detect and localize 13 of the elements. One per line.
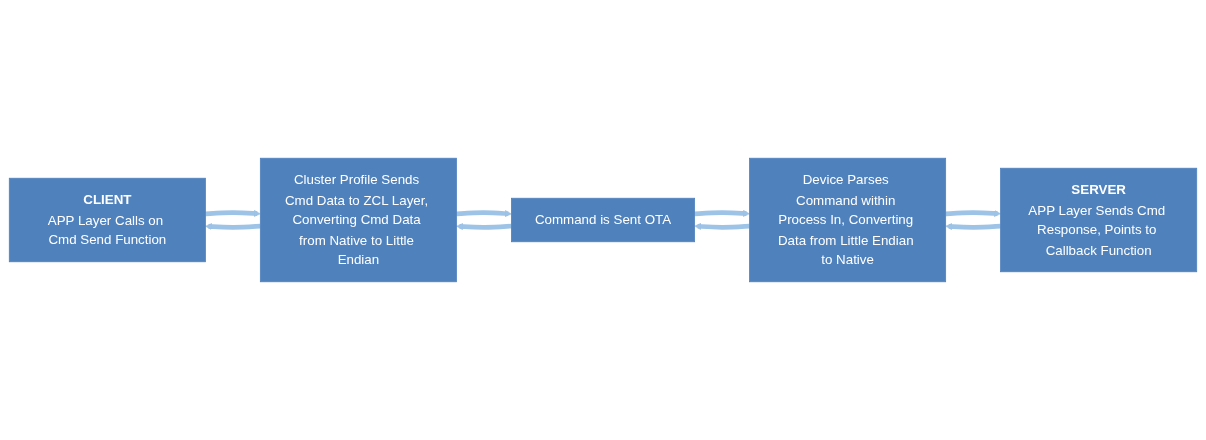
- node-box: Cluster Profile Sends Cmd Data to ZCL Layer, Converting Cmd Data from Native to Little Endian: [259, 157, 457, 283]
- arrow: [945, 223, 1001, 230]
- arrow: [456, 210, 512, 217]
- node-box: SERVER APP Layer Sends Cmd Response, Points to Callback Function: [1000, 167, 1198, 273]
- arrow: [694, 223, 750, 230]
- node-box: CLIENT APP Layer Calls on Cmd Send Function: [8, 177, 206, 263]
- arrow: [205, 210, 261, 217]
- node-box: Command is Sent OTA: [511, 197, 695, 243]
- arrow: [205, 223, 261, 230]
- arrow: [456, 223, 512, 230]
- arrow: [945, 210, 1001, 217]
- arrow: [694, 210, 750, 217]
- node-box: Device Parses Command within Process In, Converting Data from Little Endian to Native: [749, 157, 947, 283]
